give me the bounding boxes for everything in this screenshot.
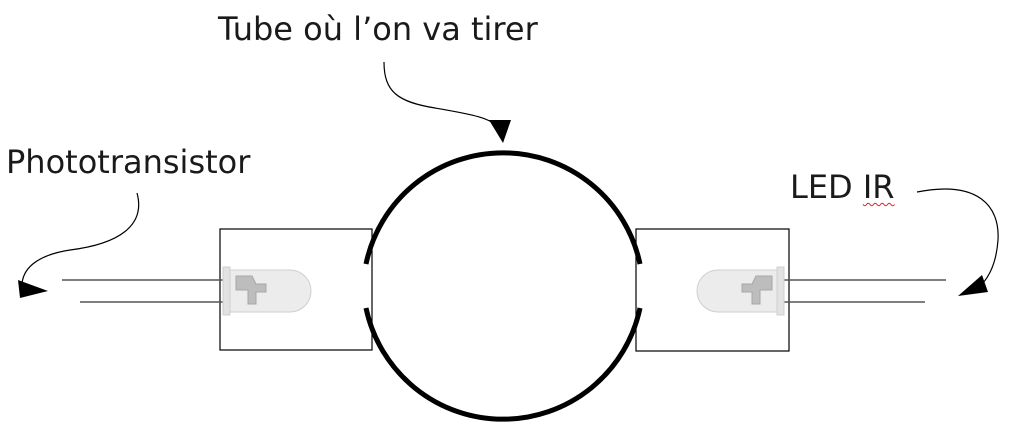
phototransistor-component <box>62 266 312 316</box>
phototransistor-callout-arrow <box>18 192 140 298</box>
tube-arrow-curve <box>383 61 501 131</box>
tube-arrowhead-icon <box>489 120 511 143</box>
led-ir-label: LED IR <box>790 171 895 203</box>
led-label-text: LED <box>790 168 853 206</box>
phototransistor-rim <box>222 266 231 316</box>
phototransistor-arrow-curve <box>21 192 140 291</box>
ir-label-text: IR <box>862 168 895 206</box>
tube-label: Tube où l’on va tirer <box>218 10 538 48</box>
phototransistor-die <box>235 275 267 305</box>
phototransistor-label: Phototransistor <box>6 143 251 181</box>
phototransistor-arrowhead-icon <box>18 280 48 298</box>
led-arrowhead-icon <box>958 275 988 296</box>
led-die <box>741 275 773 305</box>
tube-lower-arc <box>363 307 643 422</box>
led-callout-arrow <box>916 188 999 296</box>
tube <box>363 150 643 422</box>
led-ir-component <box>696 266 946 316</box>
led-arrow-curve <box>916 188 999 292</box>
tube-upper-arc <box>363 150 643 265</box>
tube-callout-arrow <box>383 61 511 143</box>
led-rim <box>776 266 785 316</box>
